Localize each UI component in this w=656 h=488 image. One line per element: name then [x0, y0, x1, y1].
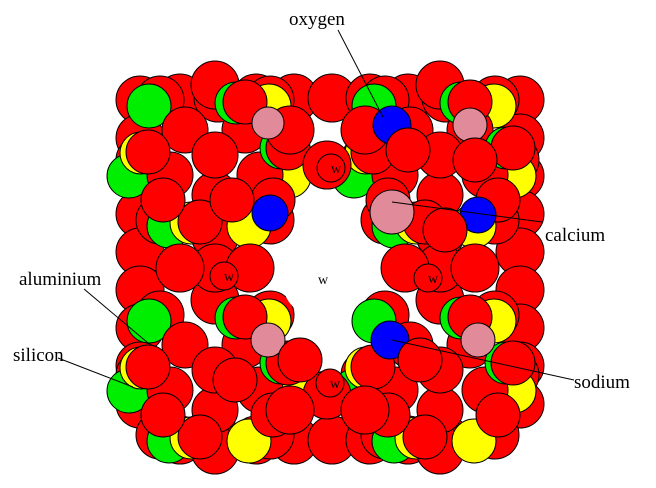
oxygen-atom: [453, 138, 497, 182]
silicon-label: silicon: [13, 345, 64, 366]
oxygen-label: oxygen: [289, 9, 345, 30]
calcium-atom: [252, 107, 284, 139]
oxygen-atom: [423, 208, 467, 252]
oxygen-atom: [386, 128, 430, 172]
oxygen-atom: [476, 393, 520, 437]
water-marker: w: [224, 270, 235, 285]
oxygen-atom: [192, 132, 238, 178]
oxygen-atom: [341, 386, 389, 434]
calcium-atom: [453, 108, 487, 142]
oxygen-atom: [403, 415, 447, 459]
oxygen-atom: [178, 415, 222, 459]
water-marker: w: [428, 272, 439, 287]
oxygen-atom: [141, 393, 185, 437]
oxygen-atom: [141, 178, 185, 222]
oxygen-atom: [213, 358, 257, 402]
oxygen-atom: [266, 386, 314, 434]
sodium-label: sodium: [574, 372, 630, 393]
oxygen-atom: [210, 178, 254, 222]
oxygen-atom: [451, 244, 499, 292]
calcium-atom: [461, 323, 495, 357]
calcium-atom: [370, 190, 414, 234]
sodium-atom: [252, 195, 288, 231]
calcium-label: calcium: [545, 225, 605, 246]
oxygen-atom: [156, 244, 204, 292]
water-marker: w: [331, 162, 342, 177]
oxygen-atom: [491, 126, 535, 170]
oxygen-atom: [126, 130, 170, 174]
oxygen-atom: [126, 345, 170, 389]
aluminium-label: aluminium: [19, 269, 102, 290]
water-marker: w: [330, 377, 341, 392]
oxygen-atom: [398, 338, 442, 382]
water-marker: w: [318, 273, 329, 288]
atom-cluster: [107, 61, 544, 474]
oxygen-atom: [278, 338, 322, 382]
